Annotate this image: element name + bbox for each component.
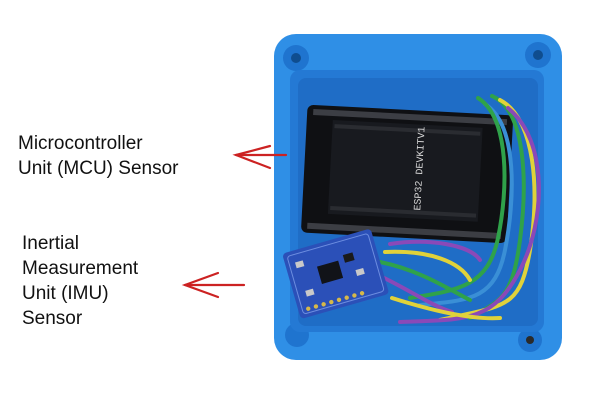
mcu-label-line: Unit (MCU) Sensor: [18, 158, 179, 179]
imu-arrow: [181, 271, 246, 299]
mcu-label: Microcontroller Unit (MCU) Sensor: [18, 131, 178, 181]
imu-label-line: Measurement: [22, 258, 139, 279]
imu-header-pins: [306, 291, 365, 311]
mcu-label-line: Microcontroller: [18, 133, 143, 154]
mcu-board-text: ESP32 DEVKITV1: [413, 126, 428, 210]
imu-label-line: Inertial: [22, 233, 80, 254]
imu-board: [283, 229, 389, 319]
mcu-arrow: [232, 144, 288, 170]
imu-label: Inertial Measurement Unit (IMU) Sensor: [22, 231, 138, 331]
mcu-board: ESP32 DEVKITV1: [301, 104, 514, 243]
mcu-header-pins: [307, 108, 508, 239]
wire-bundle: [376, 94, 541, 324]
imu-label-line: Sensor: [22, 308, 83, 329]
imu-label-line: Unit (IMU): [22, 283, 109, 304]
